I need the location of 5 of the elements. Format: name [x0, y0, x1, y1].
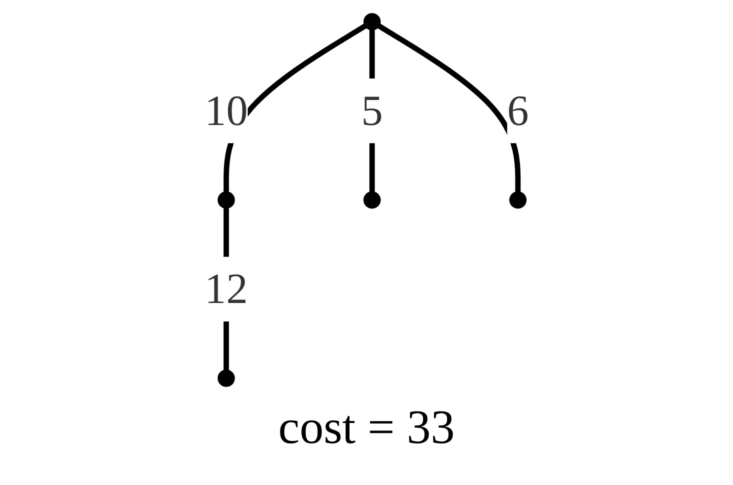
edge-label: 5: [361, 78, 383, 144]
caption: cost = 33: [278, 400, 455, 455]
edge-label: 10: [204, 78, 248, 144]
edge-label: 12: [204, 256, 248, 322]
edge-label: 6: [506, 78, 529, 144]
